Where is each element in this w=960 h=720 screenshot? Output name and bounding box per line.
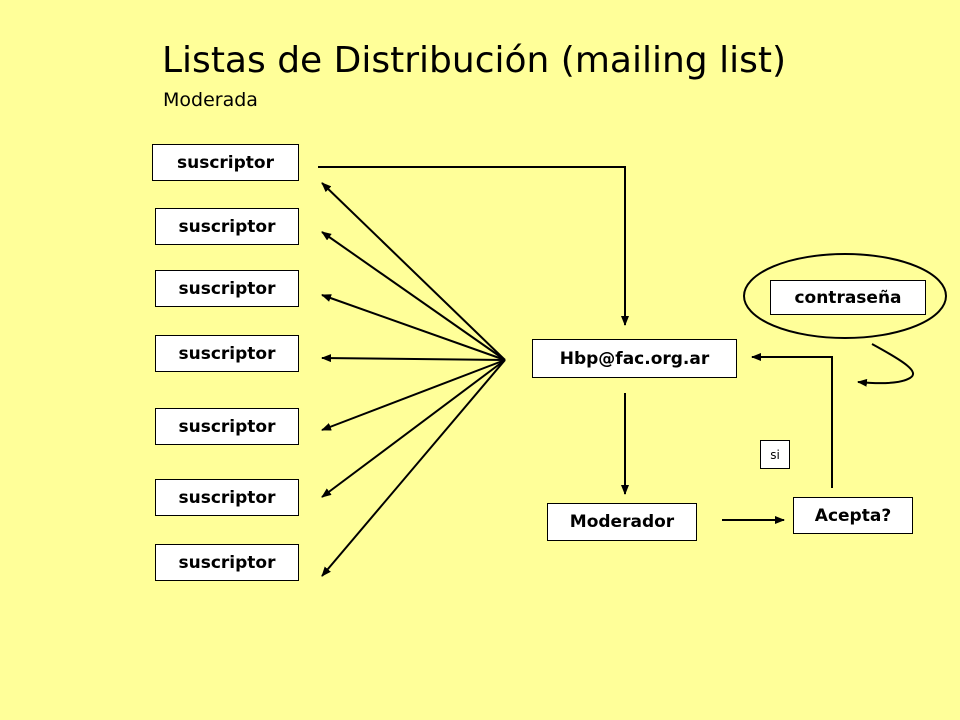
yes-label-box: si <box>760 440 790 469</box>
accept-box: Acepta? <box>793 497 913 534</box>
accept-label: Acepta? <box>814 505 892 526</box>
submit-arrow <box>318 166 629 326</box>
password-curve-arrow <box>857 343 915 387</box>
subscriber-label: suscriptor <box>178 278 276 299</box>
fanout-arrow-6 <box>321 359 506 498</box>
subscriber-box-3: suscriptor <box>155 270 299 307</box>
subscriber-label: suscriptor <box>177 152 274 173</box>
yes-label: si <box>770 447 780 462</box>
subscriber-box-5: suscriptor <box>155 408 299 445</box>
subscriber-label: suscriptor <box>178 416 276 437</box>
fanout-arrow-4 <box>321 354 506 363</box>
fanout-arrow-3 <box>321 294 506 361</box>
password-ellipse <box>743 253 947 339</box>
moderator-label: Moderador <box>569 512 675 532</box>
subscriber-label: suscriptor <box>178 216 276 237</box>
subscriber-box-1: suscriptor <box>152 144 299 181</box>
fanout-arrow-1 <box>321 182 506 361</box>
subscriber-label: suscriptor <box>178 487 276 508</box>
subscriber-box-2: suscriptor <box>155 208 299 245</box>
fanout-arrow-5 <box>321 359 506 431</box>
list-address-label: Hbp@fac.org.ar <box>559 348 710 369</box>
password-box: contraseña <box>770 280 926 315</box>
fanout-arrow-7 <box>321 359 506 577</box>
moderator-box: Moderador <box>547 503 697 541</box>
subscriber-box-7: suscriptor <box>155 544 299 581</box>
subscriber-box-4: suscriptor <box>155 335 299 372</box>
subscriber-label: suscriptor <box>178 552 276 573</box>
subscriber-label: suscriptor <box>178 343 276 364</box>
password-label: contraseña <box>794 287 902 308</box>
approve-arrow <box>751 353 833 488</box>
fanout-arrow-2 <box>321 231 506 361</box>
page-title: Listas de Distribución (mailing list) <box>162 40 786 81</box>
subscriber-box-6: suscriptor <box>155 479 299 516</box>
list-address-box: Hbp@fac.org.ar <box>532 339 737 378</box>
page-subtitle: Moderada <box>163 89 258 111</box>
